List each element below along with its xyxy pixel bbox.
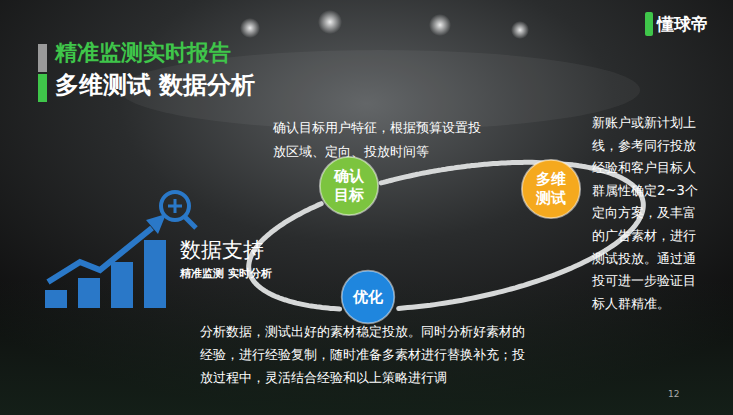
growth-chart-icon xyxy=(45,192,196,308)
logo-text: 懂球帝 xyxy=(657,12,727,36)
circle-label: 优化 xyxy=(348,288,388,307)
side-subheading: 精准监测 实时分析 xyxy=(180,266,330,280)
side-heading: 数据支持 xyxy=(180,236,330,264)
slide-title: 精准监测实时报告 xyxy=(55,38,231,68)
stage-circle: 多维测试 xyxy=(520,158,582,220)
stage-circle: 优化 xyxy=(340,269,396,325)
page-number: 12 xyxy=(668,388,698,400)
note-text: 新账户或新计划上线，参考同行投放经验和客户目标人群属性确定2~3个定向方案，及丰… xyxy=(592,112,704,315)
circle-label: 多维测试 xyxy=(534,170,568,208)
subtitle: 多维测试 数据分析 xyxy=(55,70,355,100)
stage-circle: 确认目标 xyxy=(318,155,380,217)
note-text: 分析数据，测试出好的素材稳定投放。同时分析好素材的经验，进行经验复制，随时准备多… xyxy=(200,320,536,389)
note-text: 确认目标用户特征，根据预算设置投放区域、定向、投放时间等 xyxy=(273,116,485,164)
circle-label: 确认目标 xyxy=(332,167,366,205)
